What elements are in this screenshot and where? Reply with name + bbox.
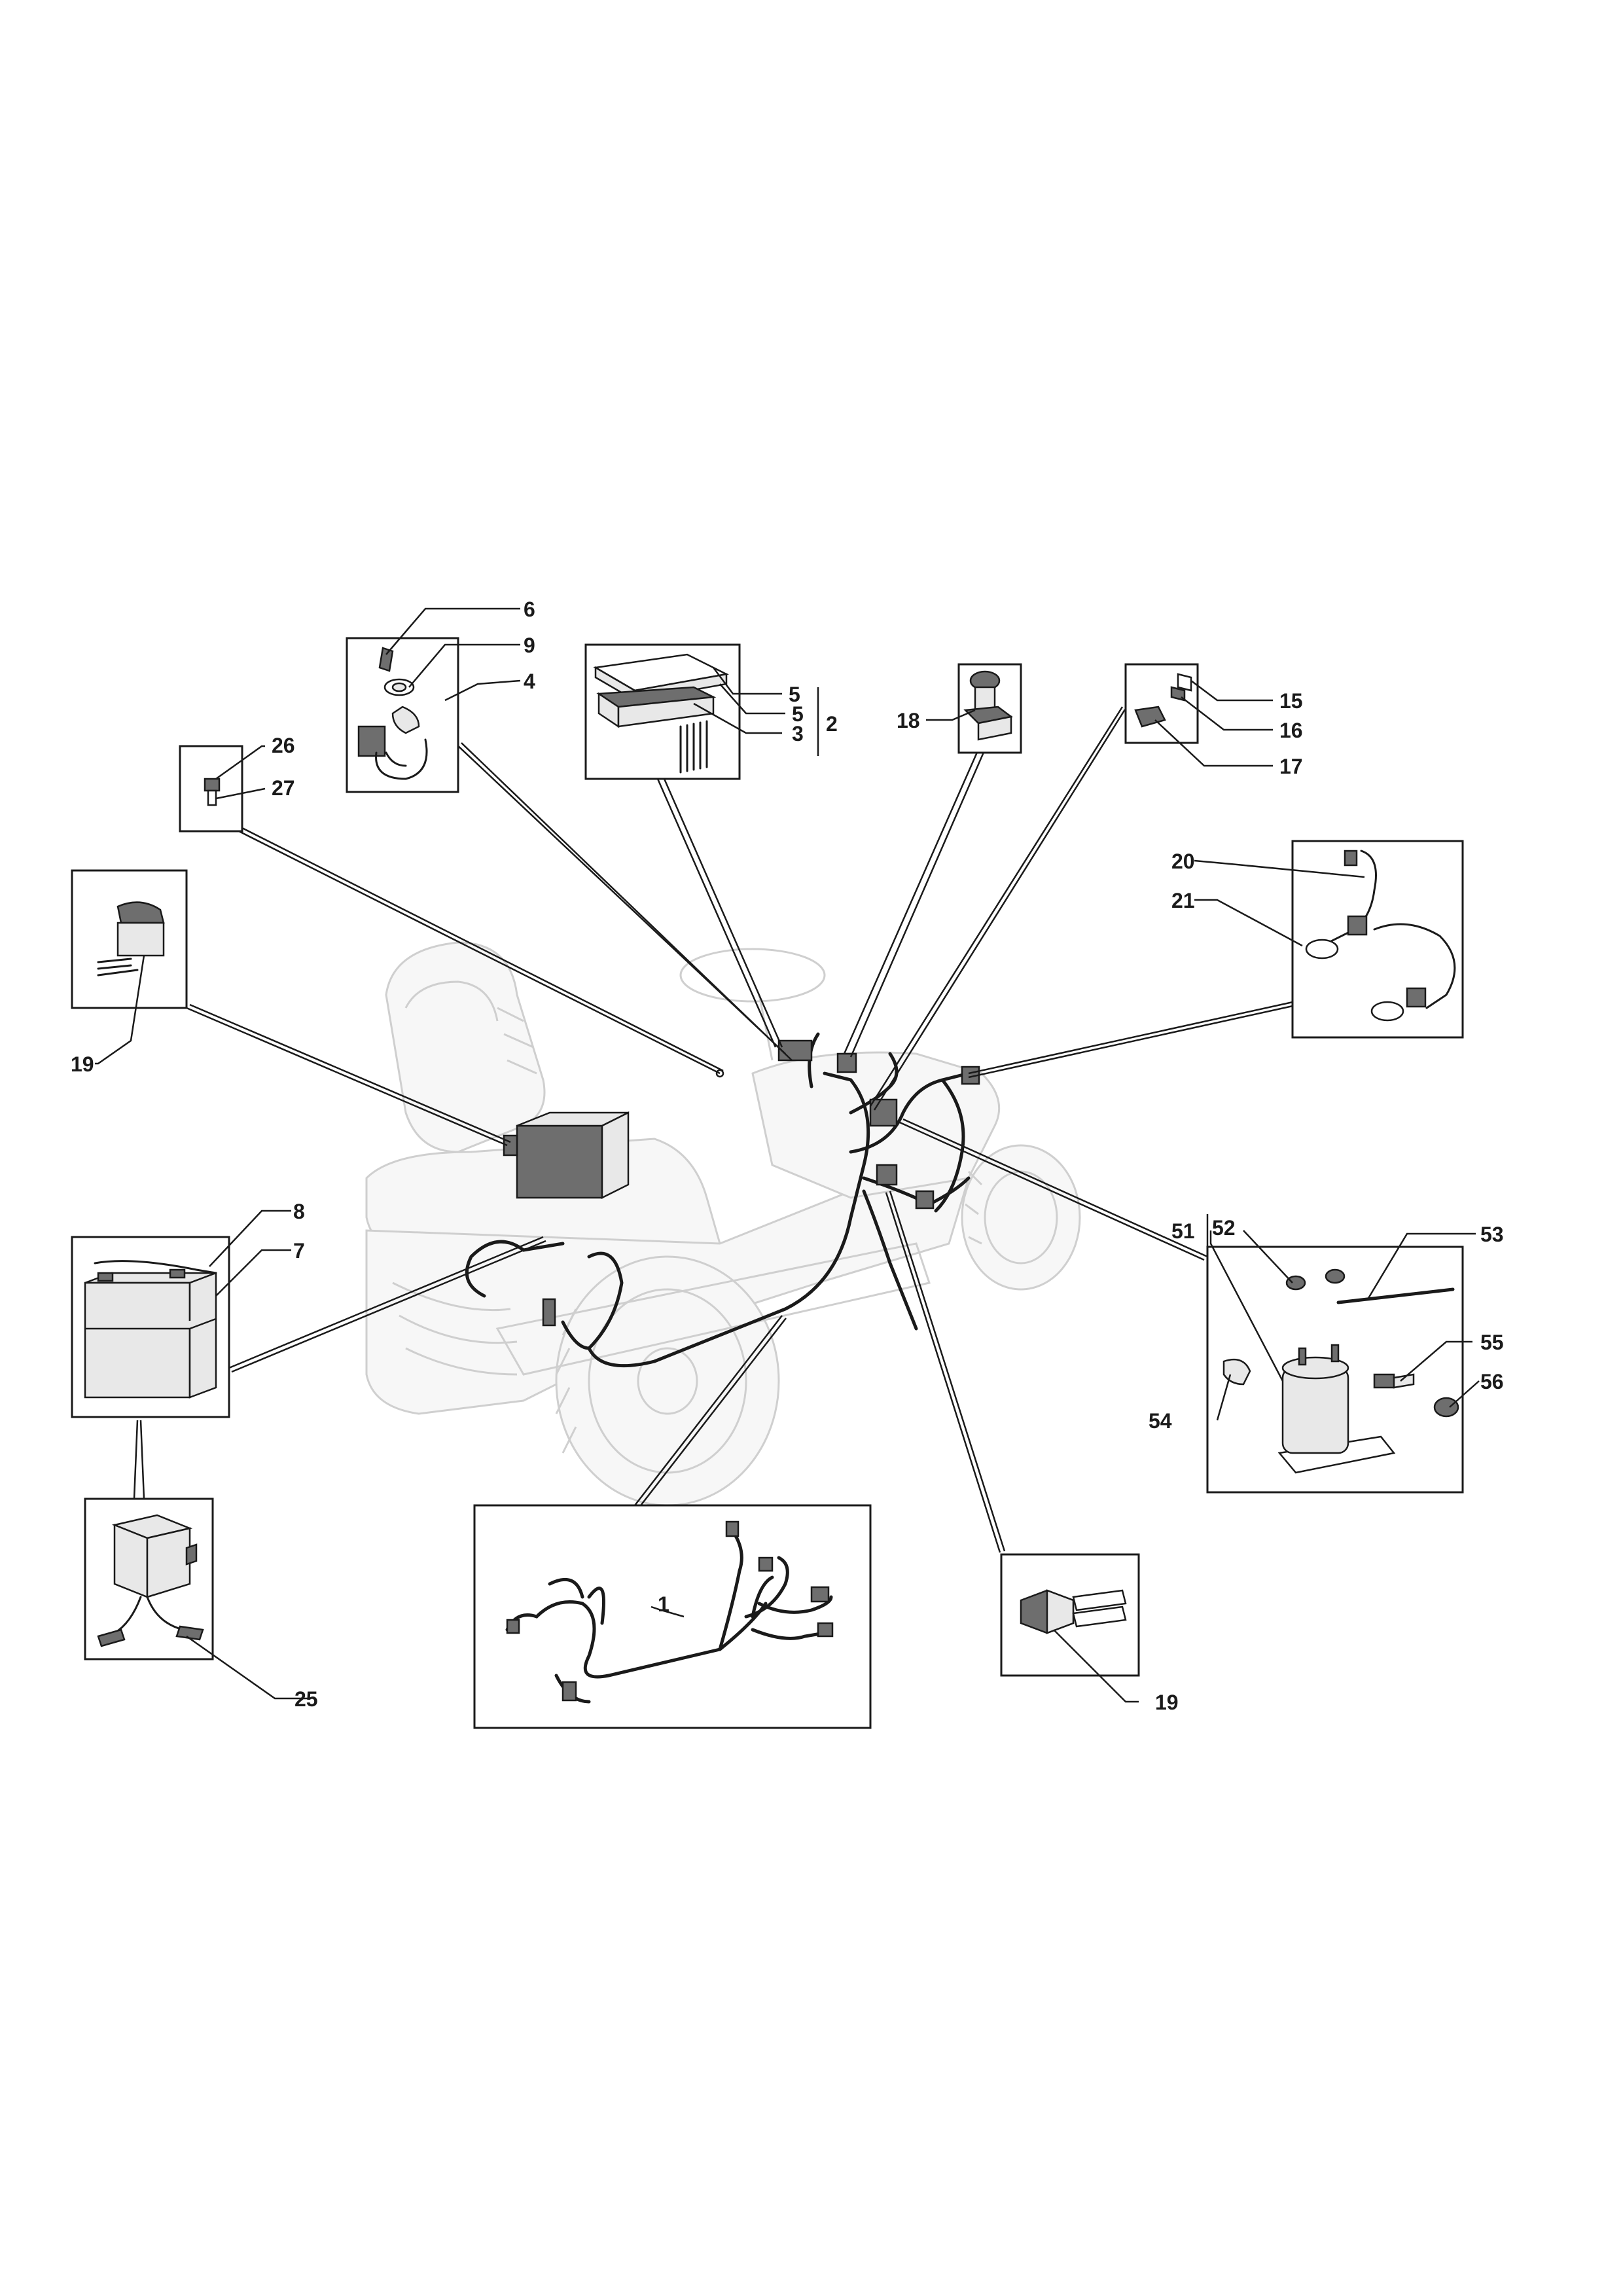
rocker-switch-box-right <box>1000 1553 1140 1677</box>
leader-3 <box>693 702 782 734</box>
leader-56 <box>1449 1380 1480 1408</box>
callout-27: 27 <box>272 776 295 800</box>
leader-51 <box>1209 1230 1284 1382</box>
leader-26 <box>215 745 265 780</box>
callout-labels: 6 9 4 5 5 3 2 18 15 16 17 26 27 20 21 19… <box>71 598 1504 1714</box>
leader-19b <box>1053 1629 1139 1703</box>
leader-8 <box>209 1210 291 1267</box>
callout-3: 3 <box>792 722 804 745</box>
leader-53 <box>1366 1232 1476 1300</box>
callout-8: 8 <box>293 1200 305 1223</box>
callout-52: 52 <box>1212 1216 1236 1240</box>
leader-1 <box>651 1605 685 1618</box>
leader-7 <box>215 1249 291 1297</box>
leader-55 <box>1400 1340 1472 1382</box>
leader-54 <box>1216 1374 1232 1421</box>
fuse-box <box>179 745 243 833</box>
display-box <box>584 643 741 780</box>
callout-5a: 5 <box>789 683 800 706</box>
callout-19b: 19 <box>1155 1691 1179 1714</box>
leader-52 <box>1243 1230 1293 1283</box>
callout-16: 16 <box>1279 719 1303 742</box>
callout-9: 9 <box>524 634 535 657</box>
leader-4 <box>444 679 521 702</box>
leader-21 <box>1194 899 1303 947</box>
callout-56: 56 <box>1480 1370 1504 1393</box>
callout-6: 6 <box>524 598 535 621</box>
box-leaders <box>133 706 1296 1553</box>
main-harness-on-mower <box>465 1032 980 1368</box>
callout-1: 1 <box>658 1592 669 1616</box>
callout-5b: 5 <box>792 702 804 726</box>
leader-6 <box>385 607 520 655</box>
callout-51: 51 <box>1171 1219 1195 1243</box>
leader-5b <box>719 683 785 715</box>
solenoid-box <box>1206 1246 1464 1494</box>
callout-15: 15 <box>1279 689 1303 713</box>
leader-17 <box>1154 719 1273 767</box>
battery-box <box>71 1236 230 1418</box>
leader-15 <box>1190 680 1273 702</box>
leader-25 <box>186 1635 308 1700</box>
leader-5a <box>713 667 782 695</box>
callout-2: 2 <box>826 712 838 736</box>
pto-switch-box <box>957 663 1022 754</box>
main-harness-box <box>473 1504 872 1729</box>
leader-19a <box>95 955 145 1065</box>
charger-box <box>84 1498 214 1660</box>
callout-17: 17 <box>1279 755 1303 778</box>
callout-7: 7 <box>293 1239 305 1263</box>
rocker-switch-box-left <box>71 869 188 1009</box>
callout-4: 4 <box>524 670 535 693</box>
relay-small-box <box>1124 663 1199 744</box>
callout-53: 53 <box>1480 1223 1504 1246</box>
mower-outline <box>365 941 1081 1507</box>
callout-55: 55 <box>1480 1331 1504 1354</box>
leader-16 <box>1181 696 1273 731</box>
callout-26: 26 <box>272 734 295 757</box>
lights-harness-box <box>1291 840 1464 1039</box>
callout-54: 54 <box>1149 1409 1172 1433</box>
callout-20: 20 <box>1171 850 1195 873</box>
callout-19a: 19 <box>71 1052 94 1076</box>
leader-18 <box>926 709 976 721</box>
leader-9 <box>408 643 520 688</box>
leader-27 <box>215 787 266 800</box>
leader-20 <box>1194 859 1365 878</box>
key-switch-box <box>346 637 459 793</box>
callout-25: 25 <box>294 1687 318 1711</box>
callout-18: 18 <box>897 709 920 732</box>
callout-21: 21 <box>1171 889 1195 912</box>
